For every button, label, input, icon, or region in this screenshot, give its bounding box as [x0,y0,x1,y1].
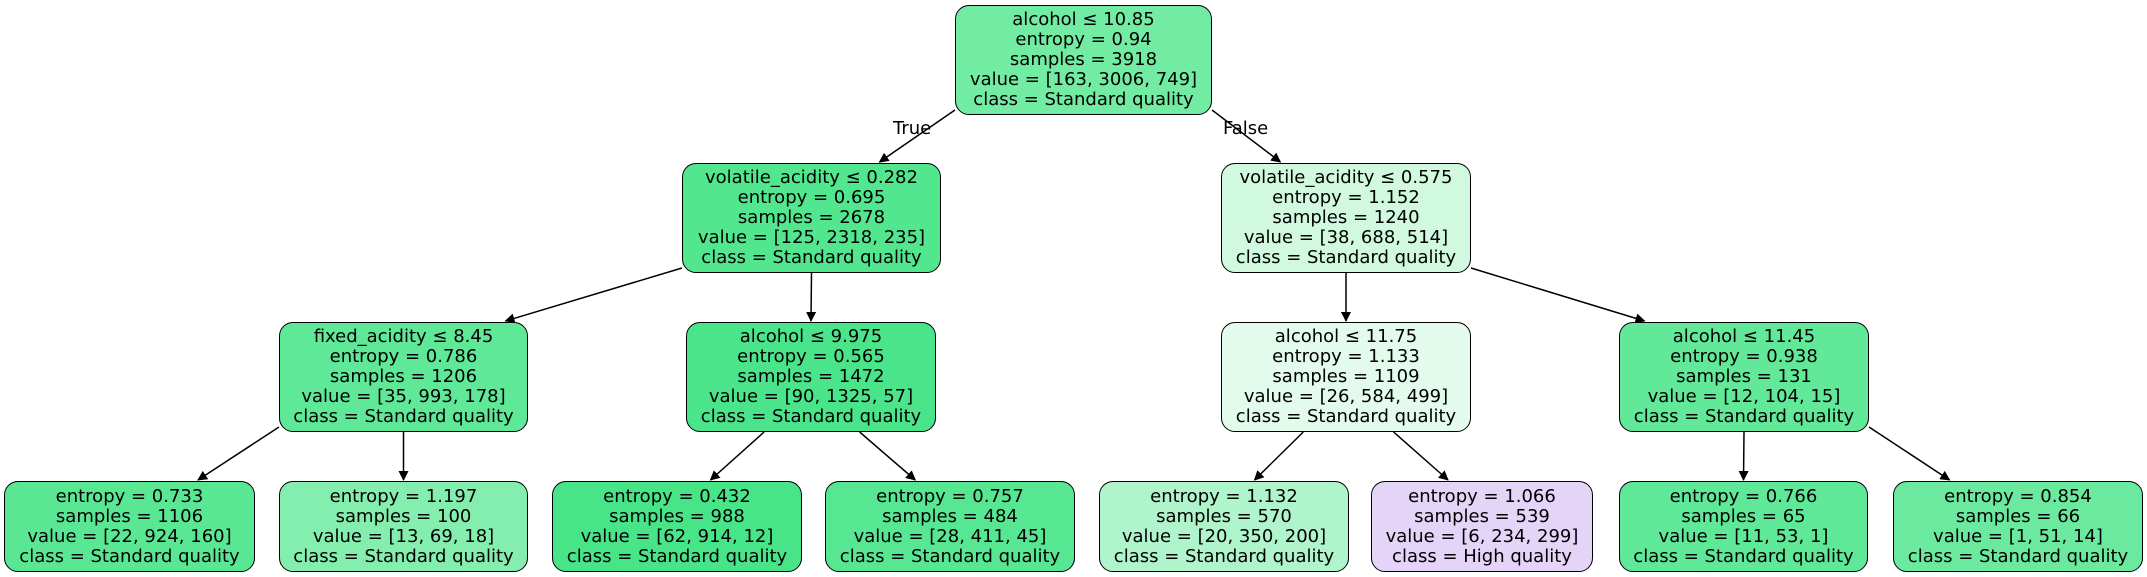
node-text-line: samples = 1109 [1272,366,1420,387]
node-text-line: entropy = 0.854 [1944,485,2092,507]
node-text-line: value = [35, 993, 178] [301,386,506,407]
node-text-line: samples = 2678 [737,207,886,228]
node-text-line: alcohol ≤ 11.75 [1274,326,1418,347]
node-text-line: entropy = 1.133 [1272,346,1420,367]
node-text-line: samples = 131 [1676,366,1812,387]
node-text-line: value = [11, 53, 1] [1658,525,1829,547]
node-text-line: entropy = 0.432 [603,485,751,507]
node-text-line: value = [6, 234, 299] [1385,525,1579,547]
tree-edge [1470,267,1646,324]
node-text-line: alcohol ≤ 11.45 [1672,326,1816,347]
node-text-line: value = [1, 51, 14] [1933,525,2103,547]
node-text-line: entropy = 1.132 [1150,485,1298,507]
node-text-line: value = [28, 411, 45] [853,525,1047,547]
tree-edge [1393,431,1449,481]
node-text-line: entropy = 0.786 [329,346,478,367]
node-text-line: class = Standard quality [1633,406,1855,427]
node-text-line: samples = 484 [882,505,1018,527]
node-text-line: samples = 1206 [329,366,478,387]
node-text-line: value = [20, 350, 200] [1121,525,1327,547]
node-text-line: entropy = 0.757 [876,485,1024,507]
node-text-line: entropy = 0.565 [737,346,885,367]
node-text-line: samples = 1240 [1272,207,1420,228]
tree-edge [197,426,280,481]
node-text-line: class = Standard quality [1113,545,1335,567]
tree-edge [1211,109,1282,163]
node-text-line: class = Standard quality [1235,247,1457,268]
node-text-line: samples = 988 [609,505,745,527]
node-text-line: entropy = 0.766 [1669,485,1818,507]
node-text-line: value = [13, 69, 18] [312,525,495,547]
node-text-line: class = Standard quality [973,89,1194,110]
node-text-line: alcohol ≤ 10.85 [1012,9,1155,30]
node-text-line: samples = 1106 [55,505,204,527]
node-text-line: class = Standard quality [701,247,922,268]
edge-label-true: True [893,118,932,139]
node-text-line: samples = 3918 [1009,49,1158,70]
node-text-line: volatile_acidity ≤ 0.282 [705,167,918,188]
node-text-line: value = [26, 584, 499] [1243,386,1449,407]
tree-edge [709,431,765,481]
node-text-line: class = Standard quality [1235,406,1457,427]
tree-edge [878,109,956,163]
node-text-line: class = Standard quality [1907,545,2129,567]
node-text-line: class = Standard quality [293,545,514,567]
node-text-line: class = Standard quality [1633,545,1854,567]
node-text-line: entropy = 0.695 [737,187,886,208]
node-text-line: value = [22, 924, 160] [27,525,232,547]
node-text-line: fixed_acidity ≤ 8.45 [313,326,494,347]
node-text-line: entropy = 0.938 [1670,346,1818,367]
node-text-line: volatile_acidity ≤ 0.575 [1239,167,1453,188]
node-text-line: value = [38, 688, 514] [1243,227,1449,248]
tree-edge [1738,431,1749,481]
edge-label-false: False [1223,118,1269,139]
node-text-line: class = Standard quality [566,545,788,567]
tree-edge [504,267,683,324]
tree-edge [1253,431,1304,481]
node-text-line: alcohol ≤ 9.975 [739,326,883,347]
node-text-line: value = [163, 3006, 749] [969,69,1198,90]
node-text-line: samples = 539 [1414,505,1550,527]
node-text-line: value = [62, 914, 12] [580,525,774,547]
node-text-line: entropy = 1.066 [1408,485,1556,507]
tree-edge [859,431,917,481]
node-text-line: value = [125, 2318, 235] [697,227,926,248]
node-text-line: class = Standard quality [19,545,240,567]
node-text-line: samples = 1472 [737,366,885,387]
node-text-line: entropy = 0.733 [55,485,204,507]
node-text-line: class = Standard quality [293,406,514,427]
node-text-line: class = Standard quality [700,406,922,427]
node-text-line: value = [12, 104, 15] [1647,386,1841,407]
node-text-line: samples = 65 [1681,505,1806,527]
node-text-line: samples = 66 [1955,505,2081,527]
tree-edge [806,272,817,322]
node-text-line: entropy = 1.152 [1272,187,1420,208]
tree-edge [1868,426,1951,481]
node-text-line: entropy = 0.94 [1015,29,1152,50]
node-text-line: entropy = 1.197 [329,485,478,507]
node-text-line: value = [90, 1325, 57] [708,386,914,407]
node-text-line: samples = 570 [1156,505,1292,527]
node-text-line: class = High quality [1392,545,1572,567]
node-text-line: class = Standard quality [839,545,1061,567]
node-text-line: samples = 100 [335,505,472,527]
